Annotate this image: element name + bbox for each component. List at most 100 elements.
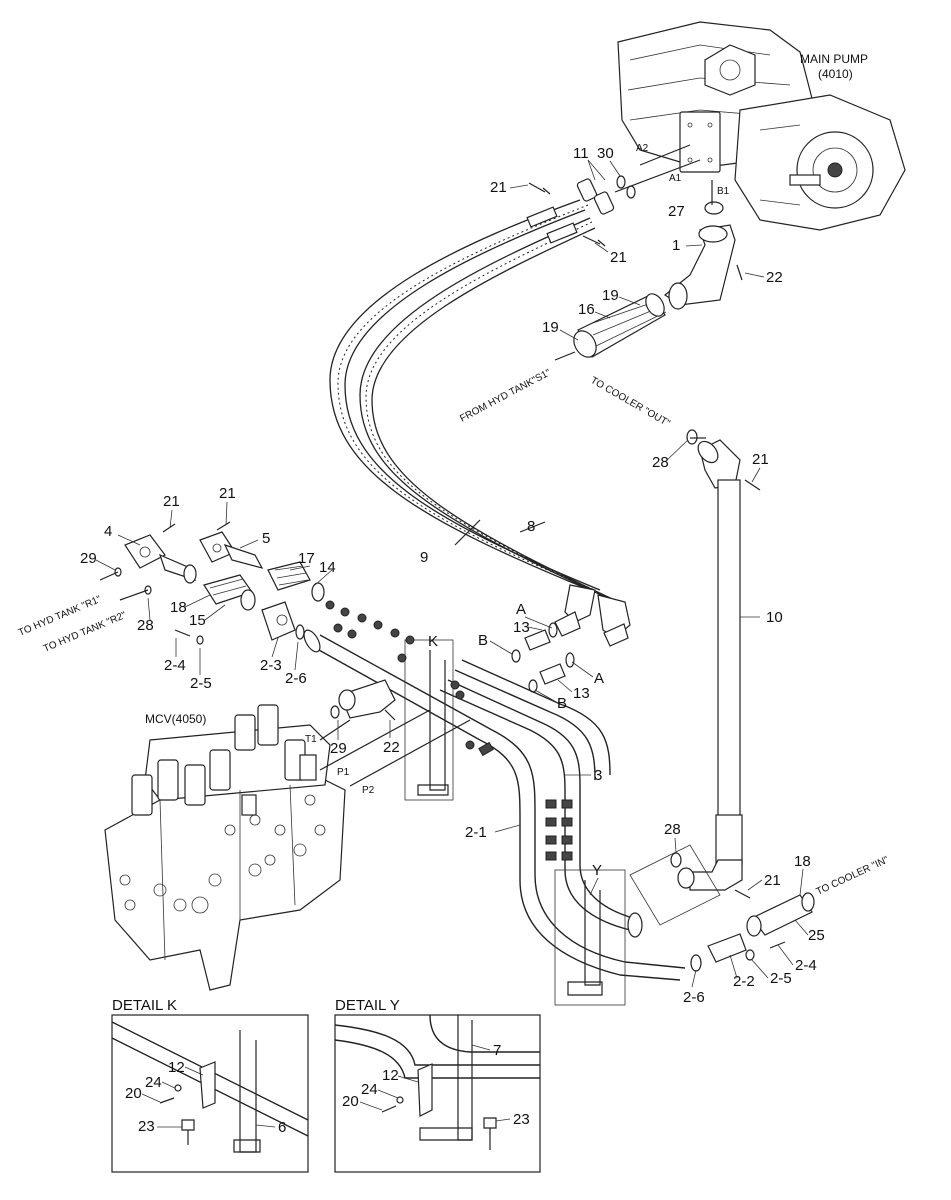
part-29-a: 29 [80, 550, 97, 567]
p2-leader [349, 719, 471, 787]
part-a-b: A [594, 670, 604, 687]
bolt-21-mid [582, 235, 606, 247]
part-16: 16 [578, 301, 595, 318]
bolt-2-4-left [174, 629, 191, 637]
port-p1-label: P1 [337, 767, 350, 778]
part-15: 15 [189, 612, 206, 629]
port-a1-label: A1 [669, 173, 682, 184]
clamp-blocks [478, 741, 573, 861]
part-13-b: 13 [573, 685, 590, 702]
part-17: 17 [298, 550, 315, 567]
part-2-1: 2-1 [465, 824, 487, 841]
part-22-b: 22 [383, 739, 400, 756]
t1-leader [319, 719, 351, 741]
part-18-a: 18 [170, 599, 187, 616]
part-19-b: 19 [542, 319, 559, 336]
to-hyd-tank-r2-leader [119, 589, 149, 601]
detail-y-7: 7 [493, 1042, 501, 1059]
a1-leader [614, 159, 701, 193]
part-5: 5 [262, 530, 270, 547]
part-2-4-b: 2-4 [795, 957, 817, 974]
part-4: 4 [104, 523, 112, 540]
part-21-f: 21 [764, 872, 781, 889]
detail-y-20: 20 [342, 1093, 359, 1110]
hose-fitting-25 [746, 892, 815, 937]
leader-8 [519, 521, 546, 533]
to-cooler-out-text: TO COOLER "OUT" [589, 375, 673, 430]
part-22-a: 22 [766, 269, 783, 286]
part-k: K [428, 633, 438, 650]
flange-group-11 [576, 175, 636, 215]
bolt-22-top [736, 264, 743, 281]
detail-k-20: 20 [125, 1085, 142, 1102]
part-28-c: 28 [664, 821, 681, 838]
part-28-b: 28 [137, 617, 154, 634]
detail-k-6: 6 [278, 1119, 286, 1136]
part-21-c: 21 [752, 451, 769, 468]
o-ring-2-6-right [690, 954, 702, 972]
part-2-6-a: 2-6 [285, 670, 307, 687]
suction-hose-16 [573, 293, 667, 358]
part-25: 25 [808, 927, 825, 944]
detail-y-title: DETAIL Y [335, 997, 400, 1014]
detail-k-23: 23 [138, 1118, 155, 1135]
detail-y-panel [334, 1014, 541, 1173]
detail-y-23: 23 [513, 1111, 530, 1128]
cooler-pipe-10 [677, 439, 743, 891]
hose-assembly-8-9 [329, 199, 631, 639]
part-13-a: 13 [513, 619, 530, 636]
a2-leader [639, 144, 691, 166]
detail-y-leaders [359, 1044, 511, 1122]
left-fittings [114, 521, 475, 750]
fittings-13 [511, 611, 629, 693]
bracket-k [404, 639, 454, 801]
part-a-a: A [516, 601, 526, 618]
to-cooler-in-text: TO COOLER "IN" [815, 854, 891, 897]
o-ring-28-top [686, 429, 698, 445]
main-pump-code: (4010) [818, 67, 853, 81]
leader-9 [454, 519, 481, 546]
main-pump-label: MAIN PUMP [800, 52, 868, 66]
part-19-a: 19 [602, 287, 619, 304]
part-leaders [95, 159, 809, 988]
part-21-e: 21 [219, 485, 236, 502]
part-number-labels: 11 30 21 21 27 1 22 19 16 19 28 21 21 21… [80, 145, 825, 1006]
detail-k-leaders [141, 1066, 276, 1128]
part-2-3: 2-3 [260, 657, 282, 674]
part-2-5-b: 2-5 [770, 970, 792, 987]
part-2-4-a: 2-4 [164, 657, 186, 674]
o-ring-27 [704, 201, 724, 215]
part-30: 30 [597, 145, 614, 162]
bolt-21-bottom [734, 889, 751, 899]
part-21-a: 21 [490, 179, 507, 196]
part-27: 27 [668, 203, 685, 220]
part-21-b: 21 [610, 249, 627, 266]
part-10: 10 [766, 609, 783, 626]
o-ring-28-bottom [670, 852, 682, 868]
suction-pipe-1 [663, 224, 736, 310]
part-28-a: 28 [652, 454, 669, 471]
washer-2-5-right [745, 949, 755, 961]
to-hyd-tank-r1-leader [99, 571, 119, 581]
bolt-2-4-right [769, 941, 786, 949]
part-14: 14 [319, 559, 336, 576]
detail-y-24: 24 [361, 1081, 378, 1098]
detail-k-panel [111, 1014, 309, 1173]
part-b-a: B [478, 632, 488, 649]
part-8: 8 [527, 518, 535, 535]
part-y: Y [592, 862, 602, 879]
detail-k-12: 12 [168, 1059, 185, 1076]
flange-2-2 [707, 933, 747, 963]
main-pump-drawing [617, 21, 906, 231]
part-b-b: B [557, 695, 567, 712]
port-a2-label: A2 [636, 143, 649, 154]
port-p2-label: P2 [362, 785, 375, 796]
part-2-2: 2-2 [733, 973, 755, 990]
detail-y-12: 12 [382, 1067, 399, 1084]
part-2-6-b: 2-6 [683, 989, 705, 1006]
mounting-plate [629, 844, 721, 926]
part-2-5-a: 2-5 [190, 675, 212, 692]
t1-elbow [330, 679, 396, 721]
port-t1-label: T1 [305, 734, 317, 745]
